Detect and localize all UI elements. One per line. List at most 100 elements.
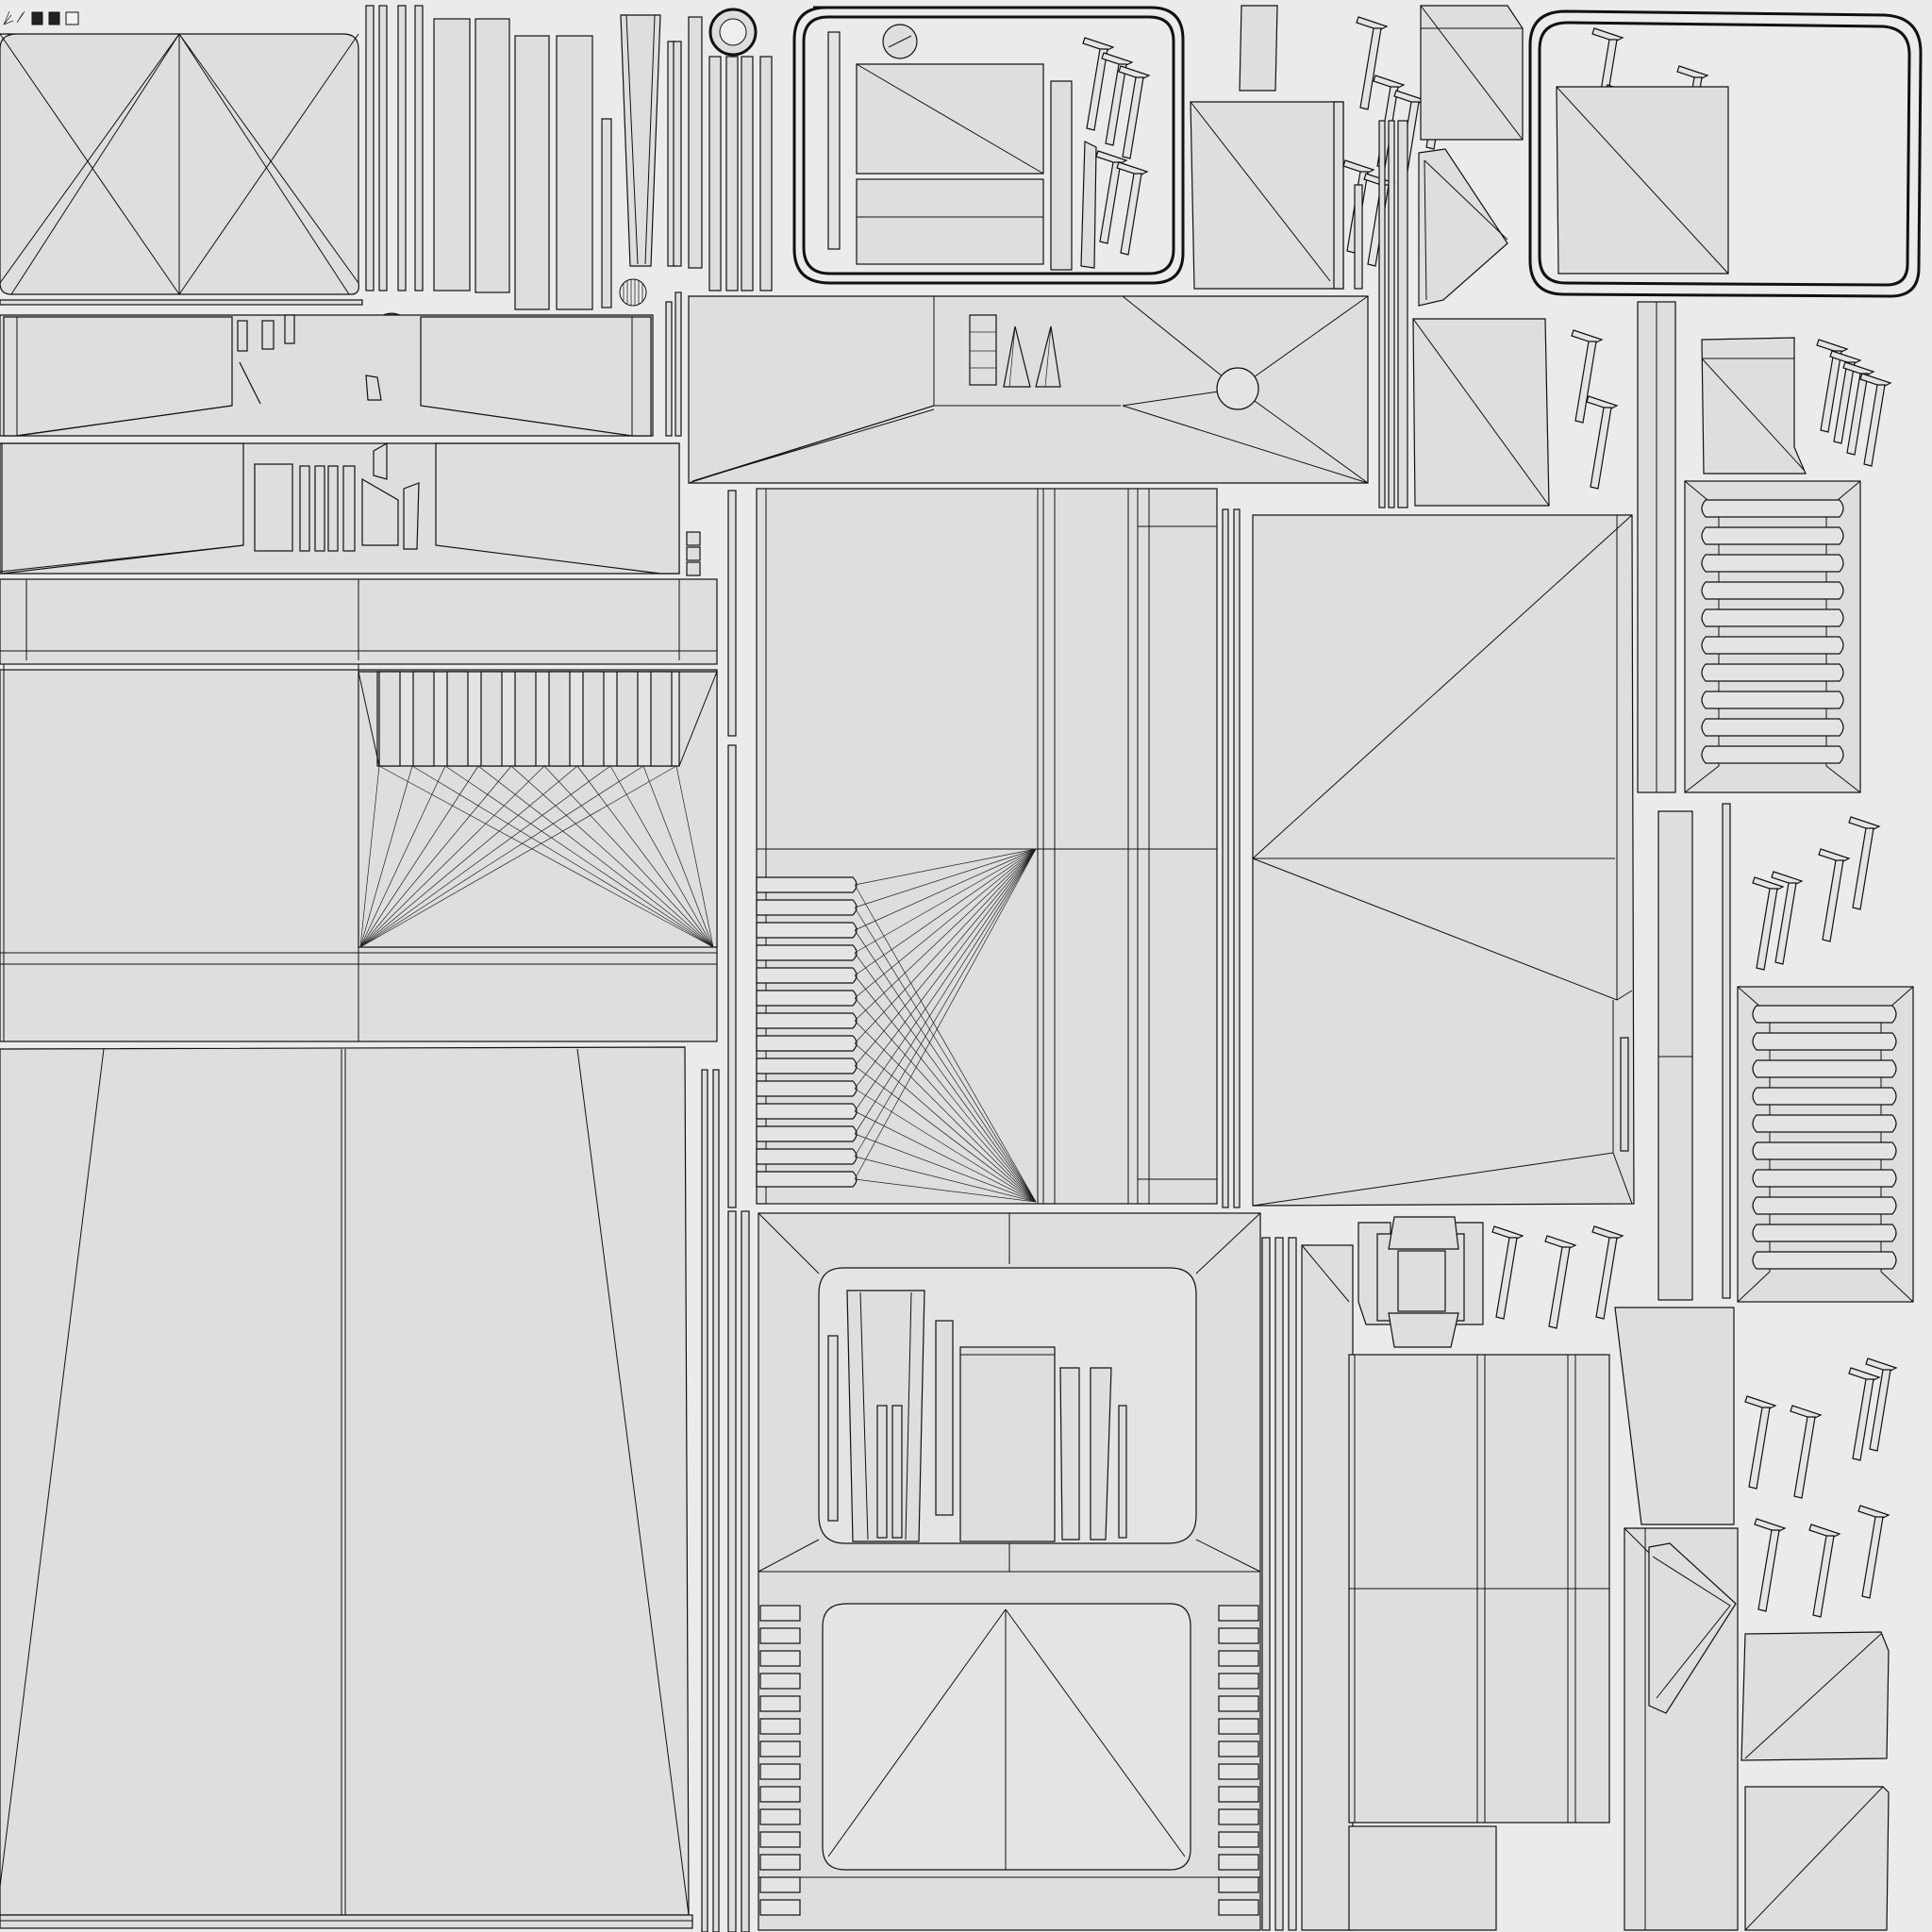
pipe-bend	[1771, 871, 1804, 886]
pipe-bend	[1356, 16, 1389, 31]
tooth	[756, 876, 858, 893]
tooth	[756, 967, 858, 984]
pipe-bend	[1857, 1505, 1890, 1520]
uv-edge	[359, 765, 380, 948]
pipe-leg	[1852, 827, 1874, 910]
pipe-bend	[1586, 395, 1619, 410]
pipe-leg	[1086, 48, 1108, 131]
pipe-bend	[1754, 1518, 1787, 1533]
uv-edge	[609, 765, 714, 948]
pipe-leg	[1099, 161, 1122, 244]
tooth	[759, 1899, 801, 1916]
tooth	[412, 671, 435, 767]
tooth	[1218, 1763, 1259, 1780]
gear-icon	[619, 278, 647, 307]
uv-edge	[854, 997, 1037, 1203]
uv-edge	[854, 929, 1037, 1203]
tooth	[756, 1058, 858, 1074]
uv-edge	[854, 848, 1037, 1067]
tooth	[759, 1740, 801, 1757]
uv-edge	[510, 765, 714, 948]
pipe-bend	[1591, 27, 1624, 42]
uv-edge	[359, 765, 611, 948]
pipe-leg	[1120, 173, 1142, 256]
tooth	[756, 1012, 858, 1029]
rung	[1752, 1224, 1897, 1242]
pipe-bend	[1848, 816, 1881, 831]
rung	[1701, 663, 1844, 682]
uv-edge	[854, 907, 1037, 1203]
uv-edge	[854, 848, 1037, 931]
tooth	[756, 1171, 858, 1188]
pipe-leg	[1574, 341, 1597, 424]
strips-center	[1378, 120, 1408, 508]
uv-edge	[854, 848, 1037, 999]
uv-edge	[854, 974, 1037, 1203]
tooth	[759, 1763, 801, 1780]
rung	[1752, 1005, 1897, 1024]
tooth	[759, 1673, 801, 1690]
pipe-bend	[1818, 848, 1851, 863]
uv-edge	[359, 765, 479, 948]
uv-edge	[576, 765, 714, 948]
uv-edge	[854, 848, 1037, 954]
strips-top	[365, 5, 773, 437]
rungs-right	[1701, 499, 1897, 1270]
tooth	[1218, 1808, 1259, 1825]
uv-edge	[854, 848, 1037, 1180]
tooth	[1218, 1718, 1259, 1735]
rung	[1752, 1196, 1897, 1215]
pipe-bend	[1544, 1235, 1577, 1250]
pipe-bend	[1342, 159, 1375, 175]
uv-edge	[854, 952, 1037, 1203]
uv-edge	[359, 765, 413, 948]
island-bottom-right	[1301, 1216, 1890, 1931]
island-top-left	[0, 33, 363, 306]
rung	[1701, 499, 1844, 518]
uv-edge	[854, 1088, 1037, 1203]
island-right-center	[1252, 301, 1676, 1207]
tooth	[1218, 1786, 1259, 1803]
tooth	[756, 990, 858, 1007]
pipe-leg	[1852, 1378, 1874, 1461]
tooth	[1218, 1831, 1259, 1848]
tooth	[514, 671, 537, 767]
pipe-leg	[1861, 1516, 1884, 1599]
tooth	[1218, 1673, 1259, 1690]
pipe-bend	[1808, 1524, 1841, 1539]
swatch-dark-icon	[48, 11, 60, 25]
uv-edge	[359, 765, 578, 948]
tooth	[759, 1831, 801, 1848]
tooth	[480, 671, 503, 767]
rung	[1752, 1251, 1897, 1270]
tooth	[1218, 1627, 1259, 1644]
tooth	[616, 671, 639, 767]
tooth	[756, 1125, 858, 1142]
pipe-bend	[1848, 1367, 1881, 1382]
uv-edge	[477, 765, 714, 948]
island-bottom-left	[0, 1046, 750, 1932]
pipe-leg	[1756, 888, 1778, 971]
island-bottom-mid	[758, 1212, 1297, 1931]
teeth-bottom	[759, 1605, 1259, 1916]
pipe-leg	[1495, 1237, 1518, 1320]
tooth	[756, 1080, 858, 1097]
uv-edge	[854, 1156, 1037, 1203]
uv-edge	[543, 765, 714, 948]
pipe-bend	[1082, 37, 1115, 52]
pipe-leg	[1822, 859, 1844, 942]
tooth	[759, 1876, 801, 1893]
pipe-bend	[1591, 1225, 1624, 1241]
uv-edge	[854, 1065, 1037, 1203]
pipe-bend	[1865, 1357, 1898, 1373]
uv-edge	[854, 1020, 1037, 1203]
rung	[1701, 526, 1844, 545]
island-tiles-top-right	[1412, 5, 1550, 507]
pipe-leg	[1548, 1246, 1571, 1329]
rung	[1701, 608, 1844, 627]
pipe-leg	[1359, 27, 1382, 110]
rung	[1701, 691, 1844, 709]
uv-edge	[378, 765, 714, 948]
tooth	[756, 922, 858, 939]
